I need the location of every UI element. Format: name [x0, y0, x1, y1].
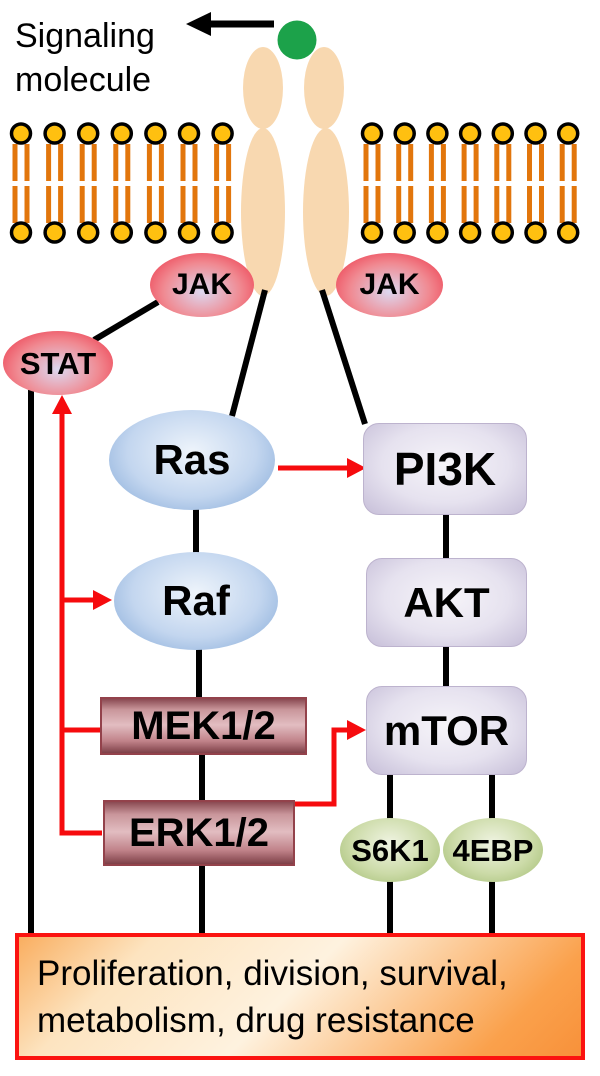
phospholipid-head — [393, 221, 416, 244]
phospholipid-head — [9, 221, 33, 244]
phospholipid-head — [144, 221, 167, 244]
node-mtor: mTOR — [366, 686, 527, 775]
phospholipid-head — [43, 122, 66, 145]
phospholipid-head — [360, 122, 384, 145]
phospholipid-head — [458, 122, 482, 145]
node-erk: ERK1/2 — [103, 800, 295, 866]
receptor-chain-left-top — [243, 47, 283, 129]
phospholipid-head — [43, 221, 66, 244]
node-jak-left: JAK — [150, 253, 254, 317]
ligand-arrow — [186, 12, 274, 36]
connector-jak-stat — [92, 299, 160, 343]
node-raf: Raf — [114, 552, 278, 650]
phospholipid-head — [360, 221, 384, 244]
phospholipid-head — [144, 122, 167, 145]
signaling-molecule-label-line1: Signaling — [15, 17, 155, 55]
phospholipid-head — [458, 221, 482, 244]
node-s6k1: S6K1 — [340, 818, 440, 882]
phospholipid-head — [177, 122, 201, 145]
phospholipid-head — [393, 122, 416, 145]
phospholipid-head — [491, 221, 515, 244]
phospholipid-head — [110, 122, 134, 145]
phospholipid-head — [9, 122, 33, 145]
phospholipid-head — [524, 221, 547, 244]
phospholipid-head — [426, 221, 449, 244]
signaling-molecule-label: Signaling molecule — [15, 14, 155, 102]
outcome-line2: metabolism, drug resistance — [37, 1000, 475, 1040]
node-mek: MEK1/2 — [100, 697, 307, 755]
receptor-chain-left-body — [241, 128, 285, 296]
node-akt: AKT — [366, 558, 527, 647]
connector-receptor-pi3k — [319, 289, 368, 425]
receptor-chain-right-top — [304, 47, 344, 129]
feedback-erk-stat-line — [59, 410, 102, 836]
node-stat: STAT — [3, 331, 113, 395]
node-jak-right: JAK — [336, 253, 443, 317]
arrow-head-ras-pi3k — [347, 458, 366, 478]
phospholipid-head — [177, 221, 201, 244]
membrane-left — [9, 122, 234, 244]
arrow-erk-mtor-line — [294, 727, 350, 807]
receptor-chain-right-body — [303, 128, 349, 296]
phospholipid-head — [76, 122, 100, 145]
phospholipid-head — [110, 221, 134, 244]
black-connectors — [28, 289, 495, 937]
outcome-line1: Proliferation, division, survival, — [37, 953, 508, 993]
connector-receptor-ras — [229, 289, 268, 417]
phospholipid-head — [426, 122, 449, 145]
node-ras: Ras — [109, 410, 275, 510]
arrow-head-mtor — [347, 720, 366, 740]
signaling-molecule-icon — [277, 20, 317, 60]
membrane-right — [360, 122, 580, 244]
arrow-head-stat — [52, 395, 72, 414]
signaling-molecule-label-line2: molecule — [15, 61, 152, 99]
arrow-head-raf — [93, 590, 112, 610]
red-crosstalk-arrows — [52, 395, 366, 836]
receptor — [241, 47, 349, 296]
arrow-head-left — [186, 12, 211, 36]
phospholipid-head — [556, 122, 580, 145]
phospholipid-head — [76, 221, 100, 244]
node-4ebp: 4EBP — [443, 818, 543, 882]
node-pi3k: PI3K — [363, 423, 527, 515]
phospholipid-head — [211, 122, 234, 145]
phospholipid-head — [524, 122, 547, 145]
outcome-box: Proliferation, division, survival, metab… — [15, 933, 585, 1060]
phospholipid-head — [211, 221, 234, 244]
phospholipid-head — [556, 221, 580, 244]
phospholipid-head — [491, 122, 515, 145]
